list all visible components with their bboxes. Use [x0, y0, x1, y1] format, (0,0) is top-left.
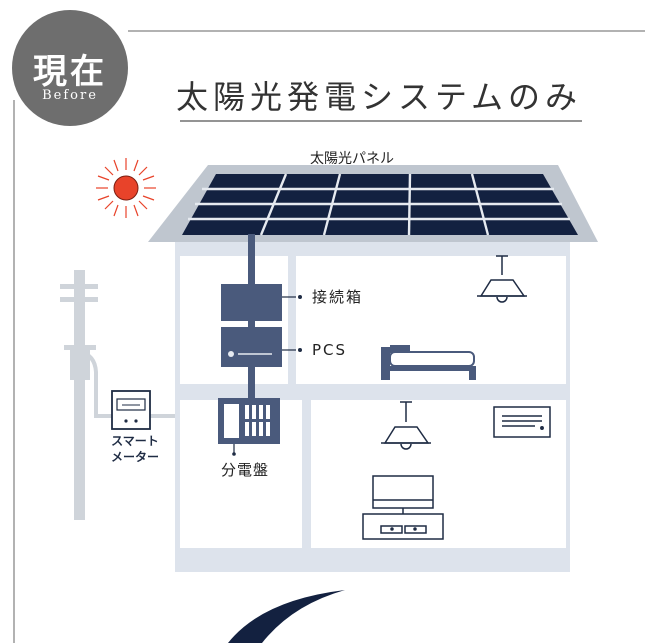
page-title: 太陽光発電システムのみ: [176, 78, 583, 116]
before-badge: 現在 Before: [12, 10, 128, 126]
smart-meter-icon: [111, 390, 151, 430]
air-conditioner-icon: [493, 406, 551, 438]
breaker-panel-label: 分電盤: [221, 461, 270, 479]
roof: [148, 165, 598, 242]
junction-box-label: 接続箱: [312, 288, 364, 306]
ceiling-lamp-icon: [477, 255, 527, 303]
smart-meter-label-line2: メーター: [110, 450, 159, 464]
sun-icon: [96, 158, 156, 218]
pcs-icon: [221, 327, 282, 367]
badge-subtitle: Before: [42, 88, 98, 103]
breaker-panel-icon: [218, 398, 280, 456]
smart-meter-label: スマート メーター: [95, 433, 175, 465]
ceiling-lamp-icon: [381, 401, 431, 450]
smart-meter-label-line1: スマート: [111, 434, 159, 448]
service-wire: [79, 350, 112, 418]
badge-title: 現在: [33, 52, 107, 92]
bed-icon: [381, 345, 476, 380]
television-icon: [362, 475, 444, 540]
junction-box-icon: [221, 284, 282, 321]
transition-arrow: [228, 590, 345, 643]
solar-panel-label: 太陽光パネル: [310, 151, 394, 167]
pcs-label: PCS: [312, 341, 348, 359]
utility-pole: [60, 270, 98, 520]
